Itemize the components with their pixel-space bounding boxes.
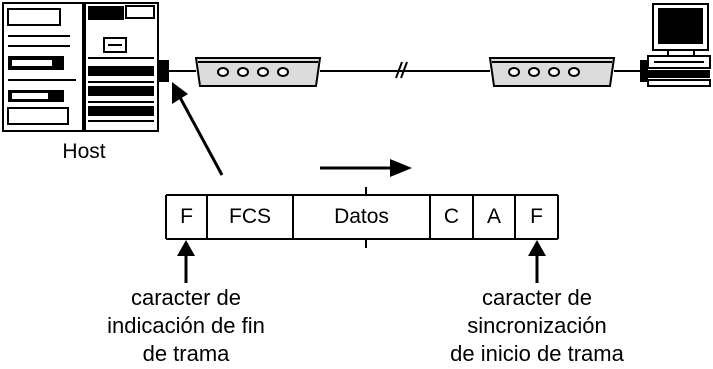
start-flag-caption: caracter de sincronización de inicio de … <box>430 284 644 368</box>
end-flag-caption: caracter de indicación de fin de trama <box>86 284 286 368</box>
start-flag-caption-line-3: de inicio de trama <box>450 341 624 366</box>
frame-outline <box>165 187 559 248</box>
start-flag-arrow-right <box>528 240 546 283</box>
frame-field-data: Datos <box>334 205 389 228</box>
end-flag-caption-line-2: indicación de fin <box>107 313 265 338</box>
start-flag-arrow-left <box>177 240 195 283</box>
right-modem-icon <box>488 57 616 87</box>
pointer-arrow-to-host <box>172 82 224 176</box>
terminal-computer-icon <box>640 3 711 87</box>
frame-field-flag-end: F <box>180 205 193 228</box>
frame-field-control: C <box>443 205 460 228</box>
frame-field-fcs: FCS <box>229 205 271 228</box>
frame-field-flag-start: F <box>530 205 543 228</box>
end-flag-caption-line-1: caracter de <box>130 285 242 310</box>
start-flag-caption-line-2: sincronización <box>467 313 607 338</box>
link-break-mark <box>395 61 408 79</box>
left-modem-icon <box>194 57 322 87</box>
start-flag-caption-line-1: caracter de <box>481 285 593 310</box>
host-server-icon <box>2 2 169 132</box>
frame-field-address: A <box>486 205 501 228</box>
direction-arrow <box>320 159 412 177</box>
end-flag-caption-line-3: de trama <box>142 341 230 366</box>
host-label: Host <box>62 140 106 163</box>
